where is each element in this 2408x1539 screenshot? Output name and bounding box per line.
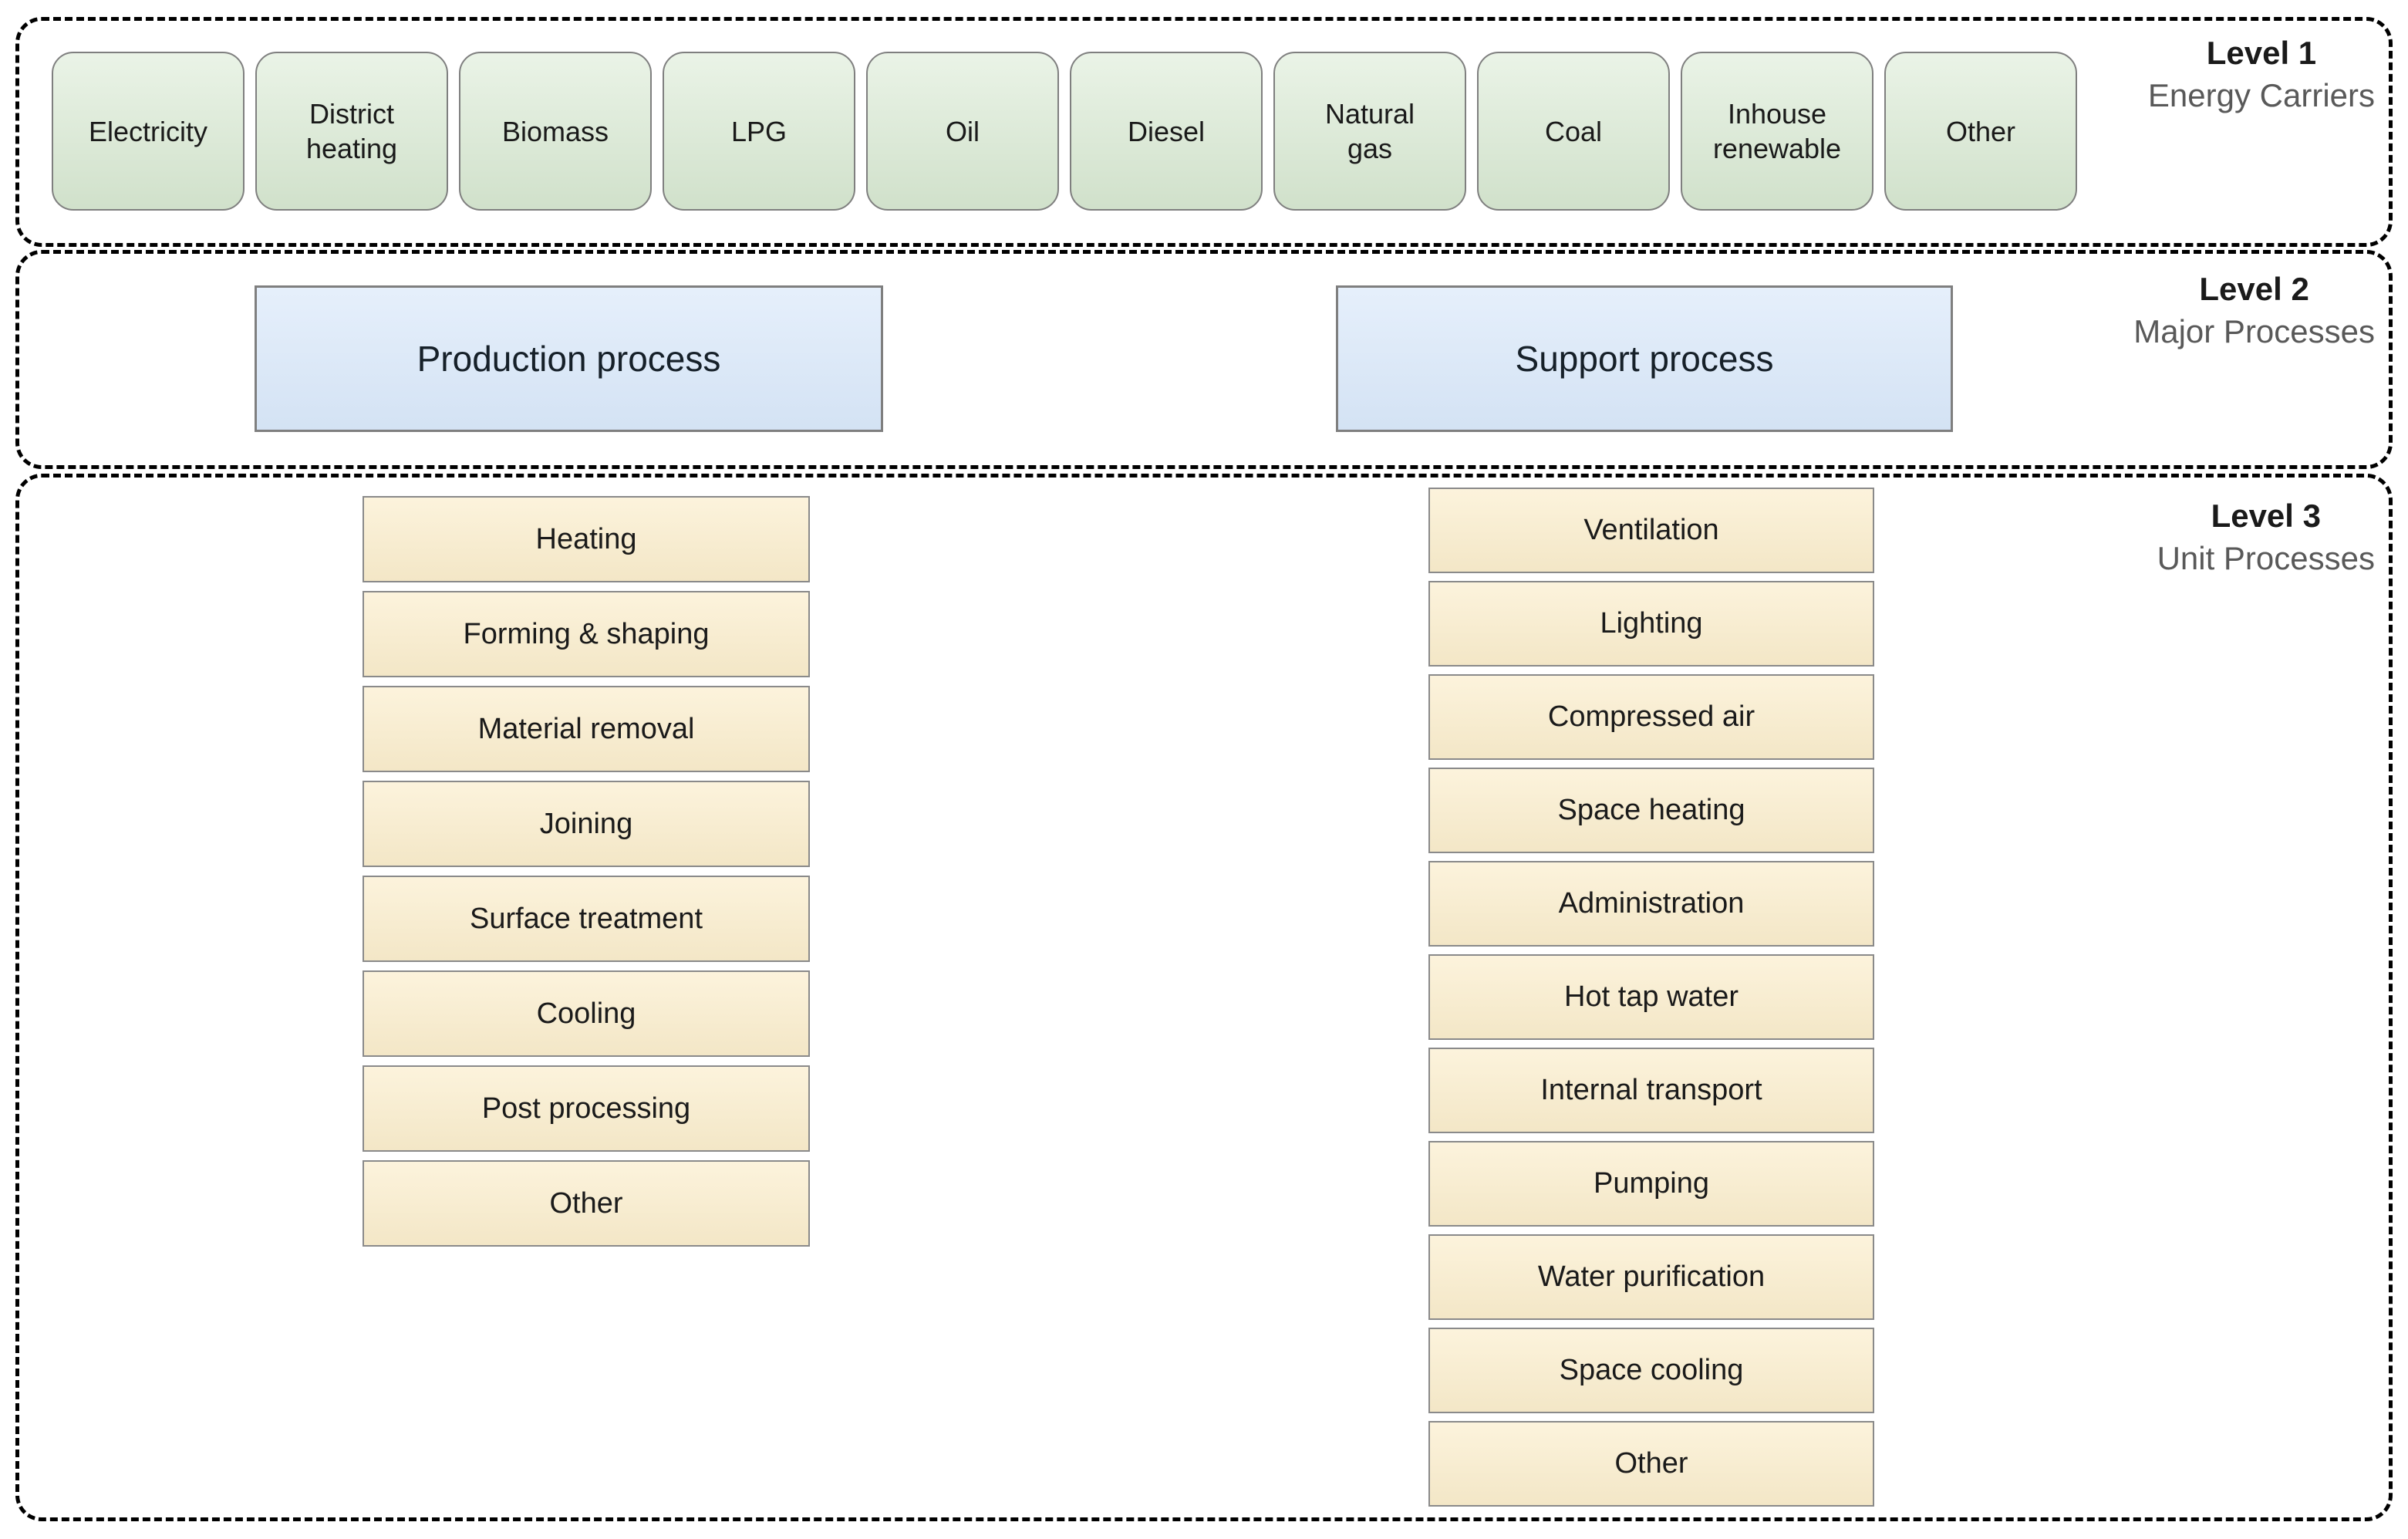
support-process-box: Support process — [1336, 285, 1953, 432]
energy-carrier-box: Electricity — [52, 52, 245, 211]
energy-carrier-box: Diesel — [1070, 52, 1263, 211]
unit-process-box: Other — [1428, 1421, 1874, 1507]
unit-process-box: Post processing — [363, 1065, 810, 1152]
level-2-band: Production process Support process Level… — [15, 250, 2393, 469]
energy-carrier-box: Inhouse renewable — [1681, 52, 1873, 211]
level-1-label: Level 1 Energy Carriers — [2148, 32, 2375, 117]
unit-process-box: Joining — [363, 781, 810, 867]
production-process-box: Production process — [255, 285, 883, 432]
unit-process-box: Surface treatment — [363, 876, 810, 962]
unit-process-box: Space cooling — [1428, 1328, 1874, 1413]
level-1-title: Level 1 — [2206, 35, 2317, 71]
level-2-title: Level 2 — [2199, 271, 2309, 307]
unit-process-box: Hot tap water — [1428, 954, 1874, 1040]
unit-process-box: Space heating — [1428, 768, 1874, 853]
unit-process-box: Administration — [1428, 861, 1874, 947]
energy-carrier-box: LPG — [663, 52, 855, 211]
level-2-label: Level 2 Major Processes — [2133, 268, 2375, 353]
energy-carrier-box: Biomass — [459, 52, 652, 211]
unit-process-box: Material removal — [363, 686, 810, 772]
unit-process-box: Water purification — [1428, 1234, 1874, 1320]
unit-process-box: Heating — [363, 496, 810, 582]
unit-process-box: Internal transport — [1428, 1048, 1874, 1133]
energy-carrier-box: Oil — [866, 52, 1059, 211]
level-2-subtitle: Major Processes — [2133, 313, 2375, 350]
energy-carrier-box: Natural gas — [1273, 52, 1466, 211]
energy-carrier-box: Coal — [1477, 52, 1670, 211]
unit-process-box: Forming & shaping — [363, 591, 810, 677]
level-3-title: Level 3 — [2211, 498, 2321, 534]
level-1-subtitle: Energy Carriers — [2147, 77, 2375, 114]
unit-process-box: Lighting — [1428, 581, 1874, 667]
level-3-subtitle: Unit Processes — [2157, 540, 2375, 577]
unit-process-box: Cooling — [363, 970, 810, 1057]
unit-process-box: Ventilation — [1428, 488, 1874, 573]
unit-process-box: Pumping — [1428, 1141, 1874, 1227]
energy-carrier-box: District heating — [255, 52, 448, 211]
unit-process-box: Other — [363, 1160, 810, 1247]
level-3-label: Level 3 Unit Processes — [2157, 494, 2375, 580]
energy-carrier-box: Other — [1884, 52, 2077, 211]
unit-process-box: Compressed air — [1428, 674, 1874, 760]
